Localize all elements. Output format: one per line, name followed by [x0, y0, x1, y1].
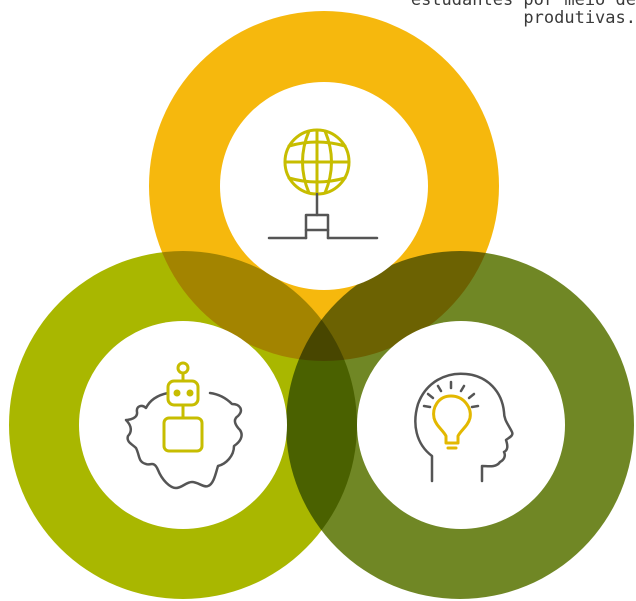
robot-puzzle-icon — [124, 361, 243, 490]
left-inner-circle — [79, 321, 287, 529]
top-inner-circle — [220, 82, 428, 290]
head-lightbulb-icon — [414, 372, 514, 483]
right-inner-circle — [357, 321, 565, 529]
caption-line-1: estudantes por meio de — [411, 0, 636, 9]
caption-text: estudantes por meio de produtivas. — [411, 0, 636, 27]
globe-network-icon — [267, 128, 379, 240]
caption-line-2: produtivas. — [523, 8, 636, 28]
